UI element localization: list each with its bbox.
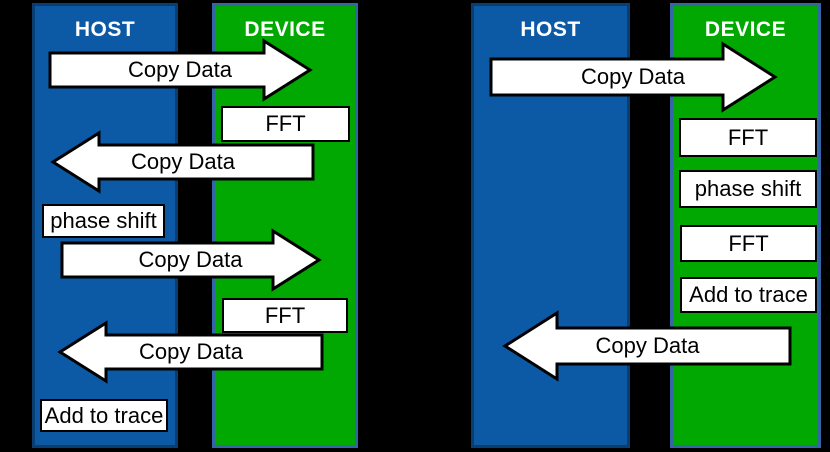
step-box-add-to-trace: Add to trace: [680, 277, 817, 313]
step-box-fft: FFT: [680, 225, 817, 262]
block-arrow-left-icon: [57, 320, 324, 384]
block-arrow-right-icon: [489, 41, 778, 113]
block-arrow-right-icon: [60, 228, 322, 292]
block-arrow-left-icon: [502, 310, 792, 382]
right-host-header: HOST: [520, 18, 581, 41]
block-arrow-right-icon: [48, 38, 313, 102]
step-box-phase-shift: phase shift: [42, 204, 165, 238]
step-box-add-to-trace: Add to trace: [40, 399, 168, 432]
step-box-fft: FFT: [222, 298, 348, 333]
left-device-header: DEVICE: [244, 18, 326, 41]
step-box-fft: FFT: [221, 106, 350, 142]
step-box-fft: FFT: [679, 118, 817, 157]
step-box-phase-shift: phase shift: [679, 170, 817, 208]
block-arrow-left-icon: [50, 130, 315, 194]
right-device-header: DEVICE: [704, 18, 787, 41]
left-host-header: HOST: [74, 18, 136, 41]
